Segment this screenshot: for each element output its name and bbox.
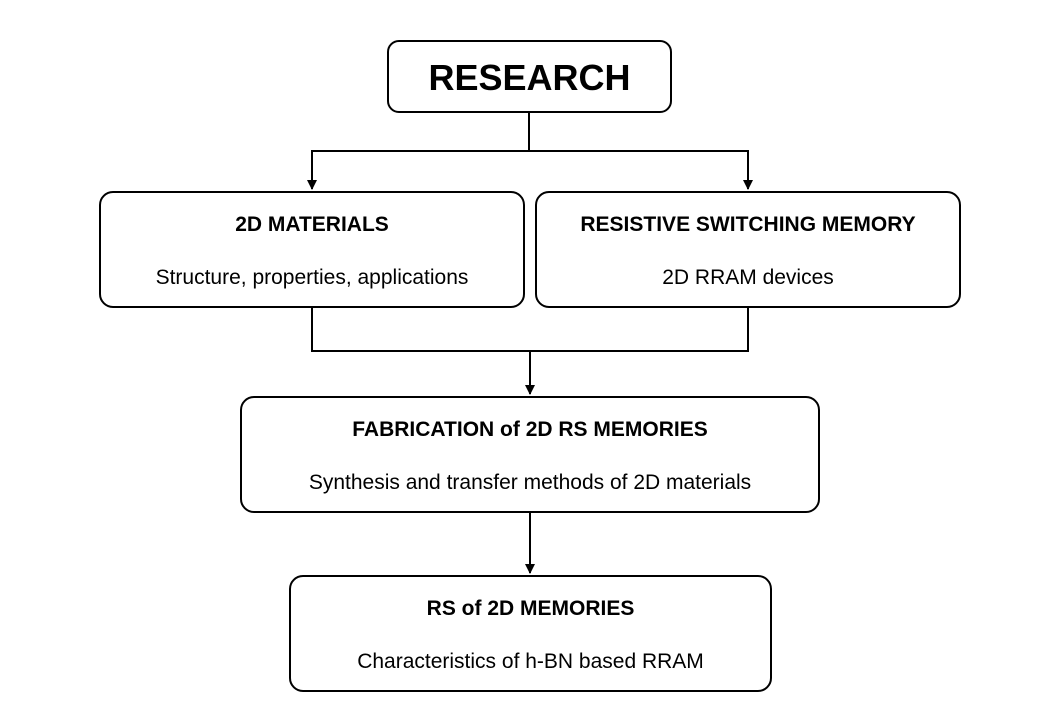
node-fabrication: FABRICATION of 2D RS MEMORIES Synthesis … — [240, 396, 820, 513]
node-2d-materials-title: 2D MATERIALS — [235, 213, 389, 236]
node-rs-of-2d-memories-title: RS of 2D MEMORIES — [426, 597, 635, 620]
node-research: RESEARCH — [387, 40, 672, 113]
connector-2d-materials-merge — [311, 308, 749, 352]
node-2d-materials-subtitle: Structure, properties, applications — [155, 266, 469, 289]
node-research-title: RESEARCH — [428, 57, 631, 98]
node-resistive-switching-memory-subtitle: 2D RRAM devices — [662, 266, 834, 289]
connector-research-to-2d-materials — [307, 113, 530, 190]
connector-research-to-resistive-switching-memory — [529, 150, 753, 190]
node-rs-of-2d-memories: RS of 2D MEMORIES Characteristics of h-B… — [289, 575, 772, 692]
node-fabrication-title: FABRICATION of 2D RS MEMORIES — [352, 418, 708, 441]
node-rs-of-2d-memories-subtitle: Characteristics of h-BN based RRAM — [357, 650, 704, 673]
node-resistive-switching-memory-title: RESISTIVE SWITCHING MEMORY — [580, 213, 916, 236]
node-resistive-switching-memory: RESISTIVE SWITCHING MEMORY 2D RRAM devic… — [535, 191, 961, 308]
node-2d-materials: 2D MATERIALS Structure, properties, appl… — [99, 191, 525, 308]
node-fabrication-subtitle: Synthesis and transfer methods of 2D mat… — [308, 471, 752, 494]
